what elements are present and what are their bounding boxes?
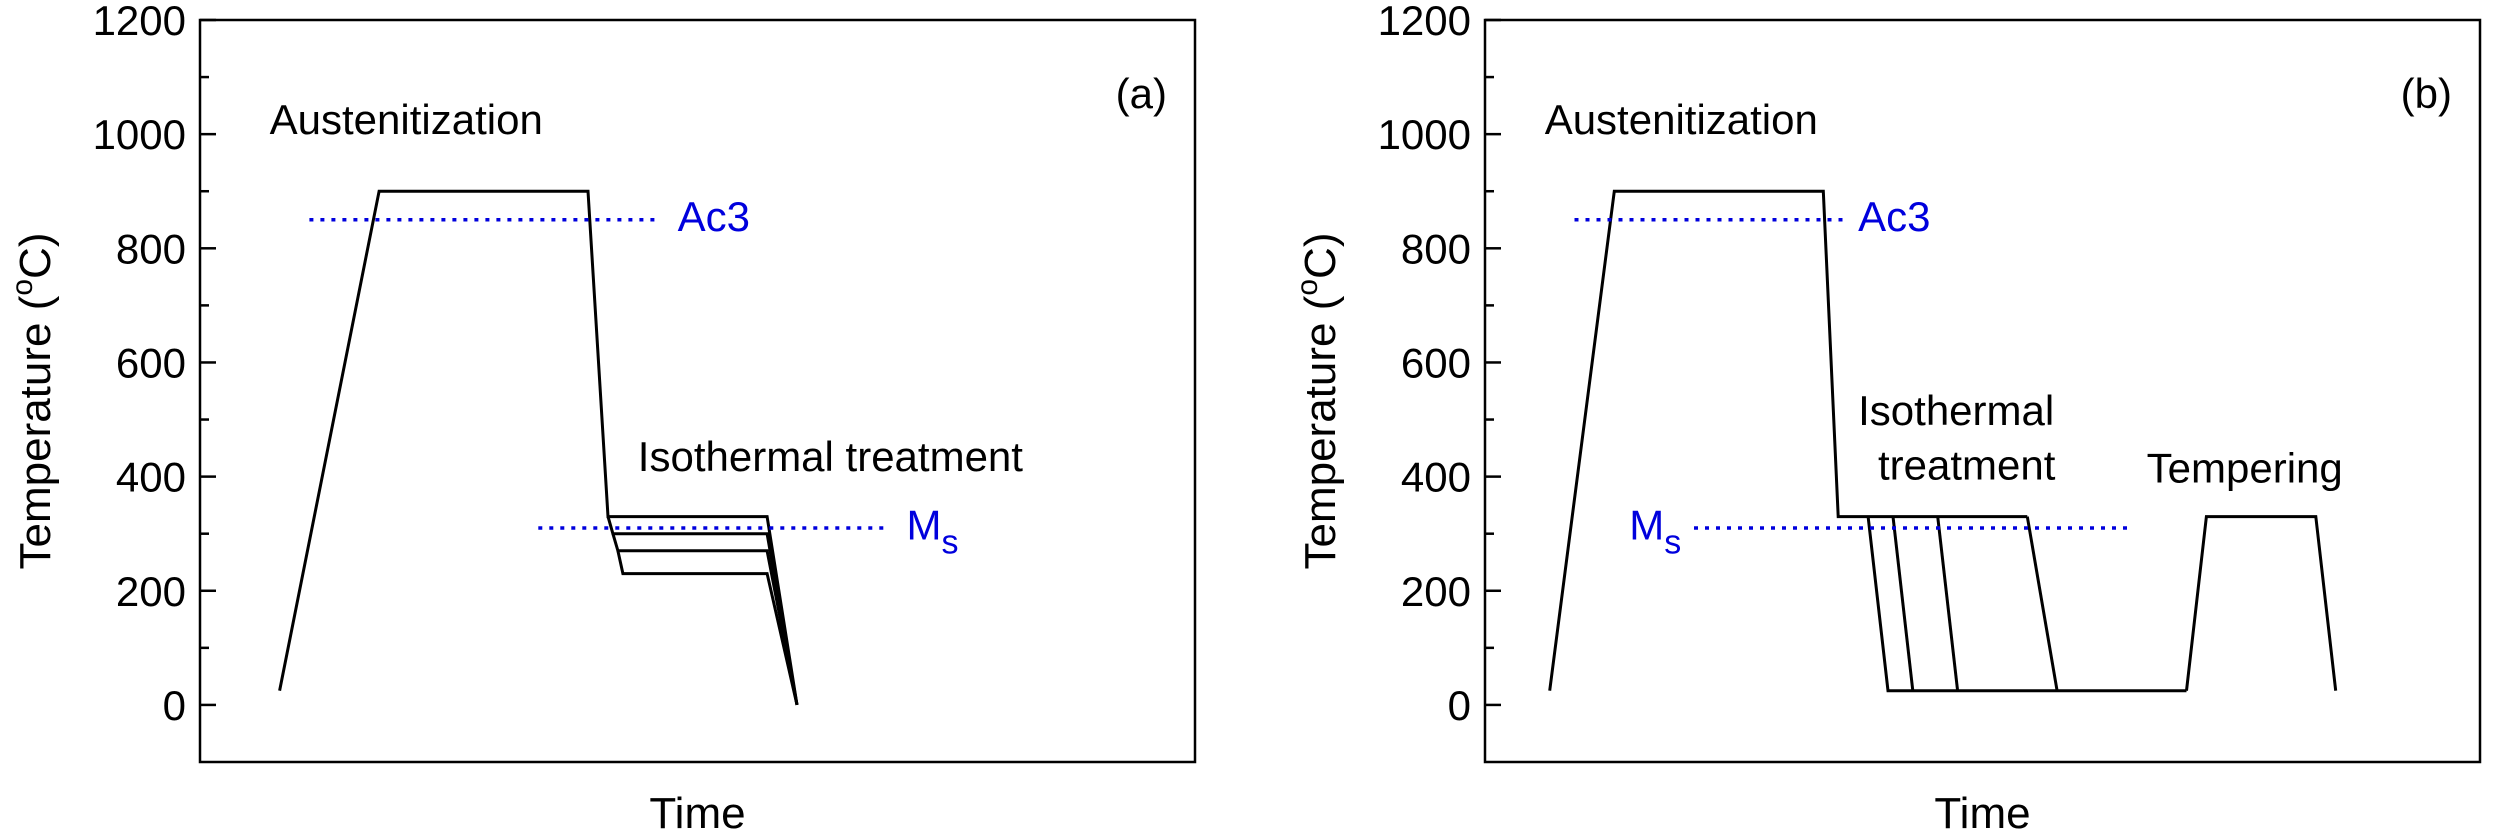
annotation-text: Ac3 [1858,193,1930,240]
annotation-label: Austenitization [1545,96,1818,143]
annotation-label: Tempering [2147,444,2343,491]
panel-label: (a) [1116,70,1167,117]
annotation-label: Isothermal [1858,387,2054,434]
panel-a: 0 200 400 600 800 1000 1200AustenitizationAc3I… [6,0,1197,835]
y-tick-label: 800 [116,225,186,272]
temperature-profile-line [1891,516,1915,691]
y-tick-label: 200 [116,568,186,615]
y-tick-label: 800 [1401,225,1471,272]
y-tick-label: 600 [1401,339,1471,386]
temperature-profile-line [611,533,799,706]
annotation-label: Ac3 [678,193,750,240]
temperature-profile-line [616,550,799,706]
x-axis-label: Time [1934,789,2030,835]
annotation-label: Isothermal treatment [638,433,1023,480]
temperature-profile-line [1866,516,2187,693]
y-axis-label-unit: C) [11,232,60,278]
y-tick-label: 1000 [1378,111,1471,158]
annotation-text: M [906,501,941,548]
temperature-profile-line [1936,516,1960,691]
y-tick-label: 600 [116,339,186,386]
panel-label: (b) [2401,70,2452,117]
temperature-profile-line [606,516,799,706]
annotation-text: treatment [1878,441,2056,488]
y-tick-label: 200 [1401,568,1471,615]
y-tick-label: 400 [1401,454,1471,501]
y-tick-label: 400 [116,454,186,501]
annotation-text: Tempering [2147,444,2343,491]
y-axis-label-superscript: o [1291,279,1324,296]
temperature-profile-line [2025,516,2059,691]
plot-frame [1483,18,2482,764]
annotation-text: Isothermal treatment [638,433,1023,480]
annotation-text: Ac3 [678,193,750,240]
y-tick-label: 0 [1448,682,1471,729]
annotation-label: Ms [906,501,958,561]
annotation-subscript: s [1664,523,1681,561]
annotation-label: Ms [1629,501,1681,561]
annotation-label: treatment [1878,441,2056,488]
y-axis-label-unit: C) [1296,232,1345,278]
temperature-profile-line [2185,515,2338,691]
y-axis-label-text: Temperature ( [1296,295,1345,569]
annotation-text: Austenitization [1545,96,1818,143]
y-axis-label: Temperature (oC) [1291,232,1345,569]
annotation-text: M [1629,501,1664,548]
y-tick-label: 1000 [93,111,186,158]
annotation-text: Isothermal [1858,387,2054,434]
temperature-profile-line [1548,189,2028,691]
y-axis-label-superscript: o [6,279,39,296]
y-tick-label: 1200 [93,0,186,44]
y-tick-label: 0 [163,682,186,729]
panel-b: 0 200 400 600 800 1000 1200AustenitizationAc3I… [1291,0,2482,835]
temperature-profile-line [278,189,799,706]
annotation-label: Austenitization [270,96,543,143]
annotation-text: Austenitization [270,96,543,143]
y-axis-label-text: Temperature ( [11,295,60,569]
annotation-subscript: s [941,523,958,561]
y-tick-label: 1200 [1378,0,1471,44]
annotation-label: Ac3 [1858,193,1930,240]
y-axis-label: Temperature (oC) [6,232,60,569]
plot-frame [198,18,1197,764]
x-axis-label: Time [649,789,745,835]
